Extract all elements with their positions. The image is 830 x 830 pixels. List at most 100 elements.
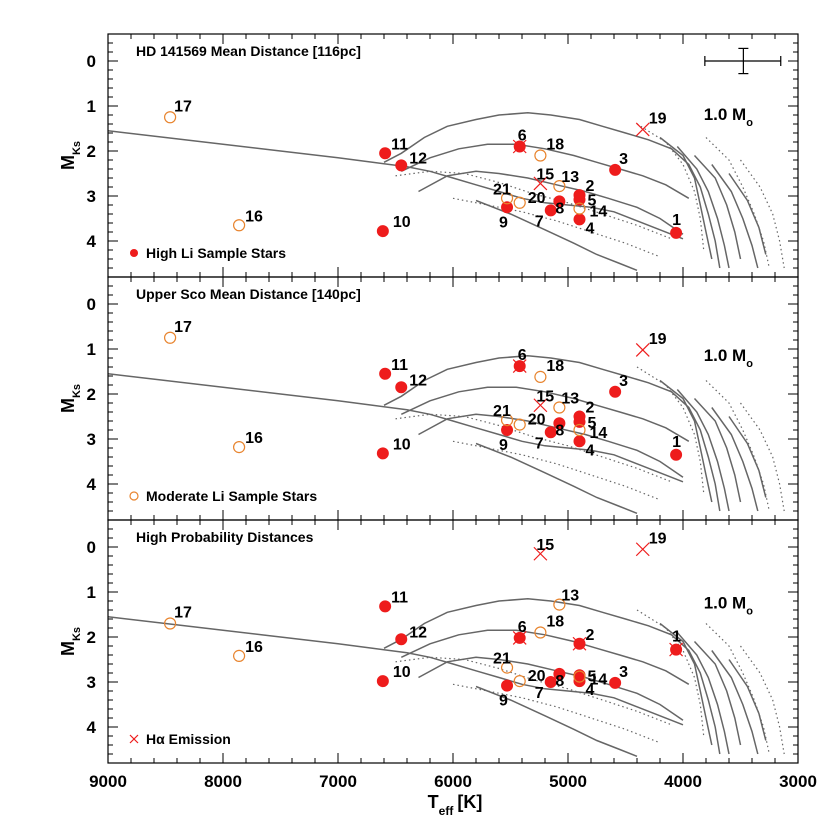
filled-marker bbox=[670, 448, 683, 461]
filled-marker bbox=[609, 163, 622, 176]
evolutionary-track bbox=[475, 442, 638, 514]
x-marker bbox=[512, 139, 527, 154]
panel-title: High Probability Distances bbox=[136, 529, 314, 545]
star-point-15: 15 bbox=[533, 166, 554, 191]
star-point-13: 13 bbox=[553, 391, 579, 414]
x-axis-title-main: T bbox=[428, 792, 439, 812]
star-point-10: 10 bbox=[376, 214, 411, 238]
track-mass-label-main: 1.0 M bbox=[704, 594, 747, 613]
star-point-16: 16 bbox=[233, 208, 263, 232]
star-point-8: 8 bbox=[553, 195, 566, 217]
star-point-10: 10 bbox=[376, 664, 411, 688]
x-marker bbox=[512, 630, 527, 645]
open-marker bbox=[513, 196, 526, 209]
open-marker bbox=[513, 674, 526, 688]
star-label: 17 bbox=[174, 605, 192, 622]
legend: High Li Sample Stars bbox=[130, 245, 286, 261]
filled-marker bbox=[501, 201, 514, 214]
y-tick-label: 4 bbox=[87, 718, 97, 737]
star-label: 5 bbox=[588, 668, 597, 685]
star-point-16: 16 bbox=[233, 430, 263, 454]
filled-marker bbox=[379, 367, 392, 380]
star-point-6: 6 bbox=[512, 619, 527, 645]
x-marker bbox=[533, 398, 548, 413]
track-mass-label-main: 1.0 M bbox=[704, 346, 747, 365]
open-marker bbox=[553, 598, 566, 611]
star-point-1: 1 bbox=[669, 629, 684, 657]
mass-track bbox=[659, 622, 713, 746]
y-tick-label: 2 bbox=[87, 628, 96, 647]
star-label: 9 bbox=[499, 693, 508, 710]
star-label: 6 bbox=[518, 619, 527, 636]
star-label: 16 bbox=[245, 639, 263, 656]
evolutionary-track bbox=[418, 170, 684, 235]
star-label: 14 bbox=[590, 672, 608, 689]
star-point-20: 20 bbox=[513, 190, 546, 209]
star-label: 21 bbox=[493, 651, 511, 668]
evolutionary-track bbox=[383, 355, 721, 512]
open-marker bbox=[573, 670, 586, 683]
legend-label: High Li Sample Stars bbox=[146, 245, 286, 261]
filled-marker bbox=[376, 225, 389, 238]
star-point-8: 8 bbox=[553, 667, 566, 690]
x-marker bbox=[512, 359, 527, 374]
star-point-1: 1 bbox=[670, 434, 683, 461]
filled-marker bbox=[379, 147, 392, 160]
y-tick-label: 2 bbox=[87, 142, 96, 161]
x-tick-label: 5000 bbox=[549, 772, 587, 791]
x-tick-label: 6000 bbox=[434, 772, 472, 791]
y-axis-title: MKs bbox=[58, 627, 83, 656]
x-tick-label: 7000 bbox=[319, 772, 357, 791]
filled-marker bbox=[376, 447, 389, 460]
evolutionary-track bbox=[383, 112, 721, 269]
star-label: 7 bbox=[535, 213, 544, 230]
mass-track-dotted bbox=[740, 159, 785, 269]
filled-marker bbox=[379, 600, 392, 613]
star-label: 1 bbox=[672, 434, 681, 451]
star-label: 10 bbox=[393, 436, 411, 453]
x-axis-title-subscript: eff bbox=[439, 804, 455, 818]
legend: Moderate Li Sample Stars bbox=[129, 488, 317, 504]
open-marker bbox=[500, 192, 514, 205]
star-label: 15 bbox=[536, 388, 554, 405]
filled-marker bbox=[395, 381, 408, 394]
mass-track bbox=[676, 632, 730, 755]
star-label: 19 bbox=[649, 331, 667, 348]
mass-track-dotted bbox=[705, 623, 770, 755]
x-marker bbox=[572, 636, 587, 651]
star-label: 19 bbox=[649, 530, 667, 547]
filled-marker bbox=[553, 195, 566, 208]
filled-marker bbox=[573, 435, 586, 448]
x-marker bbox=[635, 542, 650, 557]
evolutionary-track bbox=[383, 598, 721, 755]
star-label: 5 bbox=[588, 193, 597, 210]
star-label: 2 bbox=[586, 627, 595, 644]
y-tick-label: 0 bbox=[87, 52, 96, 71]
star-label: 9 bbox=[499, 214, 508, 231]
star-label: 20 bbox=[528, 668, 546, 685]
star-label: 4 bbox=[586, 442, 595, 459]
star-label: 13 bbox=[561, 391, 579, 408]
star-point-14: 14 bbox=[573, 423, 608, 442]
mass-track-dotted bbox=[705, 137, 770, 269]
track-mass-label-subscript: o bbox=[746, 606, 753, 618]
star-point-6: 6 bbox=[512, 347, 527, 374]
x-marker bbox=[635, 342, 650, 357]
star-label: 8 bbox=[555, 422, 564, 439]
mass-track bbox=[676, 389, 730, 512]
star-point-13: 13 bbox=[553, 169, 579, 193]
star-point-12: 12 bbox=[395, 372, 427, 394]
mass-track bbox=[659, 379, 713, 503]
star-label: 14 bbox=[590, 425, 608, 442]
star-label: 1 bbox=[672, 212, 681, 229]
star-label: 16 bbox=[245, 208, 263, 225]
mass-track bbox=[711, 407, 759, 512]
track-mass-label-subscript: o bbox=[746, 358, 753, 370]
mass-track bbox=[676, 146, 730, 269]
star-label: 14 bbox=[590, 204, 608, 221]
isochrone-dotted bbox=[452, 440, 661, 501]
star-point-15: 15 bbox=[533, 537, 554, 561]
isochrone-line bbox=[108, 373, 684, 483]
y-axis-title: MKs bbox=[58, 384, 83, 413]
y-tick-label: 2 bbox=[87, 385, 96, 404]
